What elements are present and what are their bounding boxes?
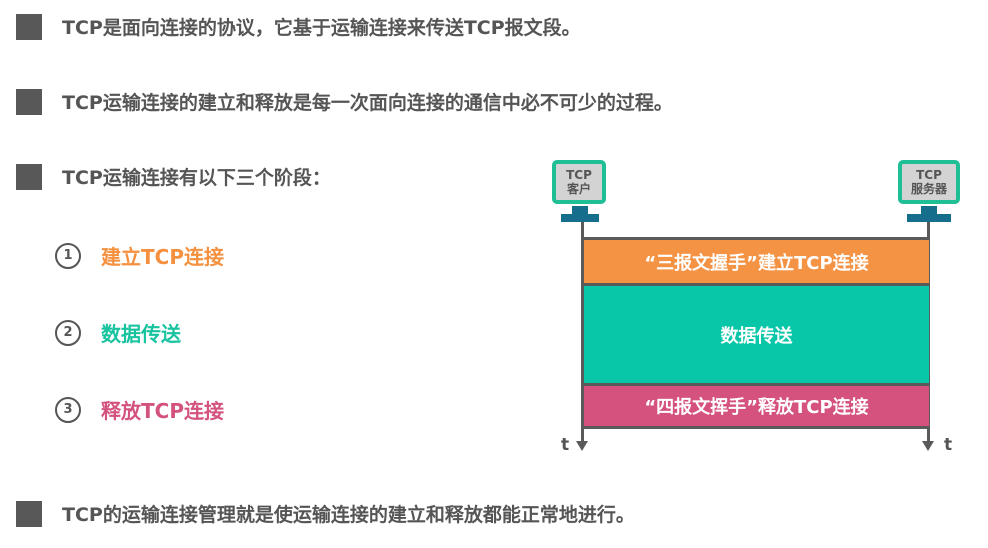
bullet-text: TCP的运输连接管理就是使运输连接的建立和释放都能正常地进行。 (62, 504, 635, 526)
stage-label: 数据传送 (101, 322, 181, 346)
client-stand (572, 206, 588, 214)
bullet-text: TCP运输连接有以下三个阶段： (62, 167, 331, 189)
bullet-square-icon (16, 88, 42, 115)
client-timeline (581, 222, 584, 442)
circled-number: 3 (55, 396, 81, 423)
phase-data-transfer: 数据传送 (584, 283, 929, 383)
bullet-square-icon (16, 163, 42, 190)
client-label-2: 客户 (566, 182, 591, 196)
server-time-label: t (944, 435, 953, 455)
stage-label: 建立TCP连接 (101, 245, 224, 269)
bullet-text: TCP运输连接的建立和释放是每一次面向连接的通信中必不可少的过程。 (62, 92, 673, 114)
bullet-square-icon (16, 500, 42, 527)
bullet-text: TCP是面向连接的协议，它基于运输连接来传送TCP报文段。 (62, 17, 581, 39)
stage-label: 释放TCP连接 (101, 399, 224, 423)
phase-label: “四报文挥手”释放TCP连接 (644, 397, 869, 418)
phase-label: 数据传送 (720, 325, 793, 347)
phase-handshake: “三报文握手”建立TCP连接 (584, 237, 929, 283)
stage-1: 1 建立TCP连接 (55, 241, 224, 270)
server-monitor-icon: TCP 服务器 (898, 160, 960, 204)
server-label-2: 服务器 (910, 182, 947, 196)
server-stand-base (907, 214, 951, 222)
client-monitor-icon: TCP 客户 (552, 160, 606, 204)
circled-number: 1 (55, 242, 81, 269)
server-stand (921, 206, 937, 214)
server-label-1: TCP (916, 168, 942, 182)
circled-number: 2 (55, 319, 81, 346)
bullet-2: TCP运输连接的建立和释放是每一次面向连接的通信中必不可少的过程。 (16, 88, 673, 115)
client-time-label: t (561, 435, 570, 455)
bullet-3: TCP运输连接有以下三个阶段： (16, 163, 331, 190)
phase-teardown: “四报文挥手”释放TCP连接 (584, 383, 929, 429)
bullet-4: TCP的运输连接管理就是使运输连接的建立和释放都能正常地进行。 (16, 500, 635, 527)
bullet-1: TCP是面向连接的协议，它基于运输连接来传送TCP报文段。 (16, 13, 581, 40)
client-stand-base (561, 214, 599, 222)
stage-3: 3 释放TCP连接 (55, 395, 224, 424)
client-label-1: TCP (566, 168, 592, 182)
client-time-arrow-icon (576, 441, 588, 451)
phase-label: “三报文握手”建立TCP连接 (644, 252, 869, 274)
bullet-square-icon (16, 13, 42, 40)
stage-2: 2 数据传送 (55, 318, 181, 347)
server-time-arrow-icon (922, 441, 934, 451)
